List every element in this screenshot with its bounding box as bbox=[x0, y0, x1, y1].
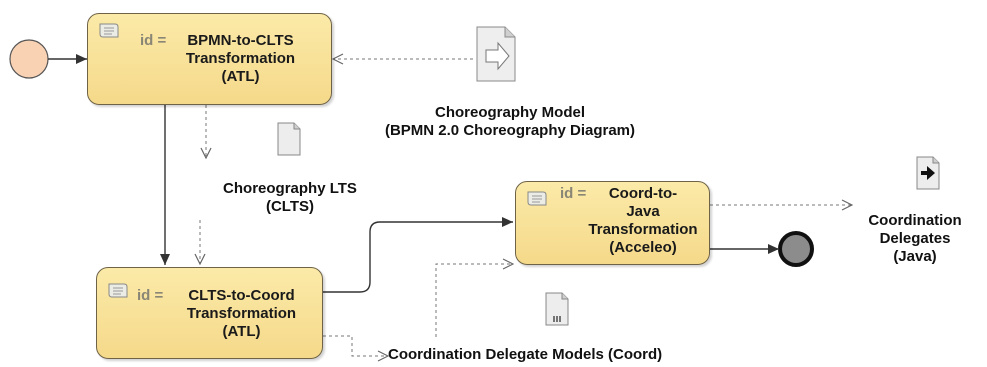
data-collection-document-icon[interactable] bbox=[545, 292, 569, 326]
choreography-model-label: Choreography Model (BPMN 2.0 Choreograph… bbox=[384, 104, 636, 139]
data-object-document-icon[interactable] bbox=[277, 122, 301, 156]
coordination-delegates-label: Coordination Delegates (Java) bbox=[868, 212, 962, 265]
task-id-key: id = bbox=[137, 287, 164, 304]
data-association-clts-to-coord-output[interactable] bbox=[323, 335, 388, 356]
choreography-lts-label: Choreography LTS (CLTS) bbox=[223, 180, 357, 215]
task-coord-to-java-transformation[interactable]: id = Coord-to- Java Transformation (Acce… bbox=[515, 181, 710, 265]
script-task-icon bbox=[108, 283, 128, 298]
data-input-document-icon[interactable] bbox=[476, 26, 516, 82]
task-name: BPMN-to-CLTS Transformation (ATL) bbox=[185, 32, 296, 85]
coordination-delegate-models-label: Coordination Delegate Models (Coord) bbox=[388, 346, 663, 363]
sequence-flow-clts-to-coord-to-coord-to-java[interactable] bbox=[323, 217, 513, 293]
task-name: CLTS-to-Coord Transformation (ATL) bbox=[186, 287, 297, 340]
task-clts-to-coord-transformation[interactable]: id = CLTS-to-Coord Transformation (ATL) bbox=[96, 267, 323, 359]
task-id-key: id = bbox=[560, 185, 587, 202]
task-id-key: id = bbox=[140, 32, 167, 49]
script-task-icon bbox=[99, 23, 119, 38]
end-event[interactable] bbox=[778, 231, 814, 267]
data-output-document-icon[interactable] bbox=[916, 156, 940, 190]
start-event[interactable] bbox=[9, 39, 49, 79]
task-name: Coord-to- Java Transformation (Acceleo) bbox=[588, 185, 698, 256]
data-association-coord-models-input[interactable] bbox=[435, 264, 513, 337]
script-task-icon bbox=[527, 191, 547, 206]
task-bpmn-to-clts-transformation[interactable]: id = BPMN-to-CLTS Transformation (ATL) bbox=[87, 13, 332, 105]
